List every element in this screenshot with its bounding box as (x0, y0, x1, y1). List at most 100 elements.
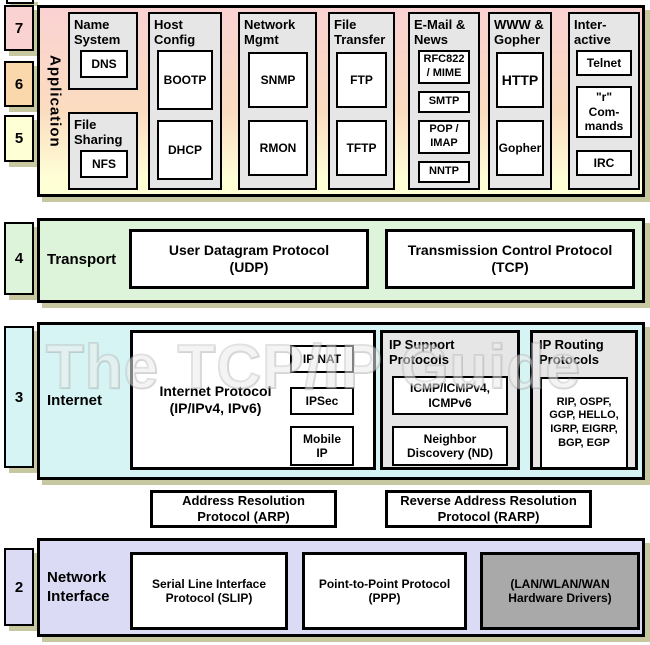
protocol-label: Reverse Address Resolution Protocol (RAR… (400, 493, 577, 524)
protocol-label: Neighbor Discovery (ND) (406, 431, 494, 460)
protocol-label: "r" Com- mands (584, 90, 624, 134)
protocol-label: Internet Protocol (IP/IPv4, IPv6) (159, 383, 272, 416)
group-title: Inter- active (574, 17, 611, 48)
internet-layer-label: Internet (47, 391, 103, 409)
protocol-bootp: BOOTP (157, 50, 213, 110)
group-title: Name System (74, 17, 121, 48)
internet-layer: Internet Internet Protocol (IP/IPv4, IPv… (37, 322, 645, 480)
group-interactive: Inter- active Telnet "r" Com- mands IRC (568, 12, 640, 190)
protocol-label: Point-to-Point Protocol (PPP) (318, 576, 451, 605)
protocol-snmp: SNMP (248, 52, 308, 108)
protocol-tcp: Transmission Control Protocol (TCP) (385, 229, 635, 289)
protocol-label: DHCP (167, 142, 202, 157)
layer-number-6: 6 (4, 61, 34, 107)
protocol-nntp: NNTP (418, 161, 470, 183)
protocol-label: SMTP (428, 95, 460, 108)
layer-number-4: 4 (4, 222, 34, 295)
protocol-label: FTP (350, 72, 373, 87)
protocol-nfs: NFS (80, 150, 128, 178)
group-title: Network Mgmt (244, 17, 296, 48)
protocol-rarp: Reverse Address Resolution Protocol (RAR… (385, 490, 592, 528)
protocol-label: IP NAT (302, 351, 342, 366)
protocol-ipsec: IPSec (290, 387, 354, 415)
protocol-ppp: Point-to-Point Protocol (PPP) (302, 552, 467, 630)
protocol-label: Telnet (586, 55, 622, 70)
protocol-irc: IRC (576, 150, 632, 176)
layer-number-label: 3 (14, 388, 24, 406)
protocol-icmp: ICMP/ICMPv4, ICMPv6 (392, 376, 508, 415)
group-title: E-Mail & News (414, 17, 466, 48)
protocol-arp: Address Resolution Protocol (ARP) (150, 490, 337, 528)
group-title: Host Config (154, 17, 196, 48)
protocol-label: NNTP (429, 165, 459, 178)
group-title: IP Routing Protocols (539, 337, 604, 368)
protocol-label: Address Resolution Protocol (ARP) (182, 493, 305, 524)
transport-layer-label: Transport (47, 251, 117, 269)
protocol-label: Serial Line Interface Protocol (SLIP) (151, 576, 267, 605)
protocol-routing-list: RIP, OSPF, GGP, HELLO, IGRP, EIGRP, BGP,… (540, 377, 628, 469)
protocol-pop-imap: POP / IMAP (418, 120, 470, 154)
layer-number-5: 5 (4, 115, 34, 162)
transport-layer: Transport User Datagram Protocol (UDP) T… (37, 218, 645, 303)
protocol-ip-panel: Internet Protocol (IP/IPv4, IPv6) IP NAT… (130, 330, 376, 470)
group-title: File Transfer (334, 17, 386, 48)
protocol-label: DNS (91, 56, 117, 71)
protocol-gopher: Gopher (496, 120, 544, 176)
protocol-label: SNMP (260, 72, 296, 87)
protocol-smtp: SMTP (418, 91, 470, 113)
layer-number-2: 2 (4, 548, 34, 626)
protocol-rfc822-mime: RFC822 / MIME (418, 50, 470, 84)
protocol-label: IPSec (305, 393, 339, 408)
protocol-label: User Datagram Protocol (UDP) (168, 242, 330, 275)
protocol-telnet: Telnet (576, 50, 632, 76)
protocol-ip: Internet Protocol (IP/IPv4, IPv6) (133, 333, 298, 467)
protocol-r-commands: "r" Com- mands (576, 86, 632, 138)
protocol-udp: User Datagram Protocol (UDP) (129, 229, 369, 289)
group-file-transfer: File Transfer FTP TFTP (328, 12, 395, 190)
protocol-label: ICMP/ICMPv4, ICMPv6 (409, 381, 490, 410)
layer-number-label: 2 (14, 578, 24, 596)
protocol-label: POP / IMAP (429, 123, 459, 149)
group-ip-support-protocols: IP Support Protocols ICMP/ICMPv4, ICMPv6… (380, 330, 520, 470)
network-interface-layer: Network Interface Serial Line Interface … (37, 538, 645, 637)
group-title: WWW & Gopher (494, 17, 544, 48)
layer-number-3: 3 (4, 326, 34, 468)
application-layer-label: Application (46, 54, 64, 148)
protocol-ip-nat: IP NAT (290, 345, 354, 373)
layer-number-label: 5 (14, 130, 24, 147)
protocol-ftp: FTP (336, 52, 387, 108)
network-interface-layer-label: Network Interface (47, 568, 110, 605)
protocol-label: RIP, OSPF, GGP, HELLO, IGRP, EIGRP, BGP,… (549, 395, 619, 449)
group-www-gopher: WWW & Gopher HTTP Gopher (488, 12, 552, 190)
group-email-news: E-Mail & News RFC822 / MIME SMTP POP / I… (408, 12, 480, 190)
protocol-label: Mobile IP (303, 431, 341, 460)
layer-number-label: 4 (14, 250, 24, 267)
protocol-mobile-ip: Mobile IP (290, 426, 354, 466)
hardware-drivers-box: (LAN/WLAN/WAN Hardware Drivers) (480, 552, 640, 630)
protocol-label: NFS (92, 156, 116, 171)
protocol-label: HTTP (501, 71, 539, 88)
protocol-dns: DNS (80, 50, 128, 78)
layer-number-label: 6 (14, 75, 24, 93)
protocol-label: RFC822 / MIME (423, 53, 465, 79)
protocol-neighbor-discovery: Neighbor Discovery (ND) (392, 426, 508, 466)
protocol-rmon: RMON (248, 120, 308, 176)
application-layer: Application Name System DNS File Sharing… (37, 5, 645, 197)
protocol-label: TFTP (346, 140, 377, 155)
protocol-label: Transmission Control Protocol (TCP) (407, 242, 613, 275)
group-title: IP Support Protocols (389, 337, 455, 368)
group-network-mgmt: Network Mgmt SNMP RMON (238, 12, 317, 190)
layer-number-label: 7 (14, 19, 24, 37)
group-host-config: Host Config BOOTP DHCP (148, 12, 222, 190)
crop-artifact (6, 0, 34, 4)
protocol-http: HTTP (496, 52, 544, 108)
protocol-label: BOOTP (163, 72, 207, 87)
protocol-label: IRC (593, 155, 615, 170)
protocol-label: RMON (259, 140, 297, 155)
group-ip-routing-protocols: IP Routing Protocols RIP, OSPF, GGP, HEL… (530, 330, 638, 470)
protocol-label: Gopher (498, 140, 542, 155)
protocol-tftp: TFTP (336, 120, 387, 176)
protocol-slip: Serial Line Interface Protocol (SLIP) (130, 552, 288, 630)
protocol-dhcp: DHCP (157, 120, 213, 180)
